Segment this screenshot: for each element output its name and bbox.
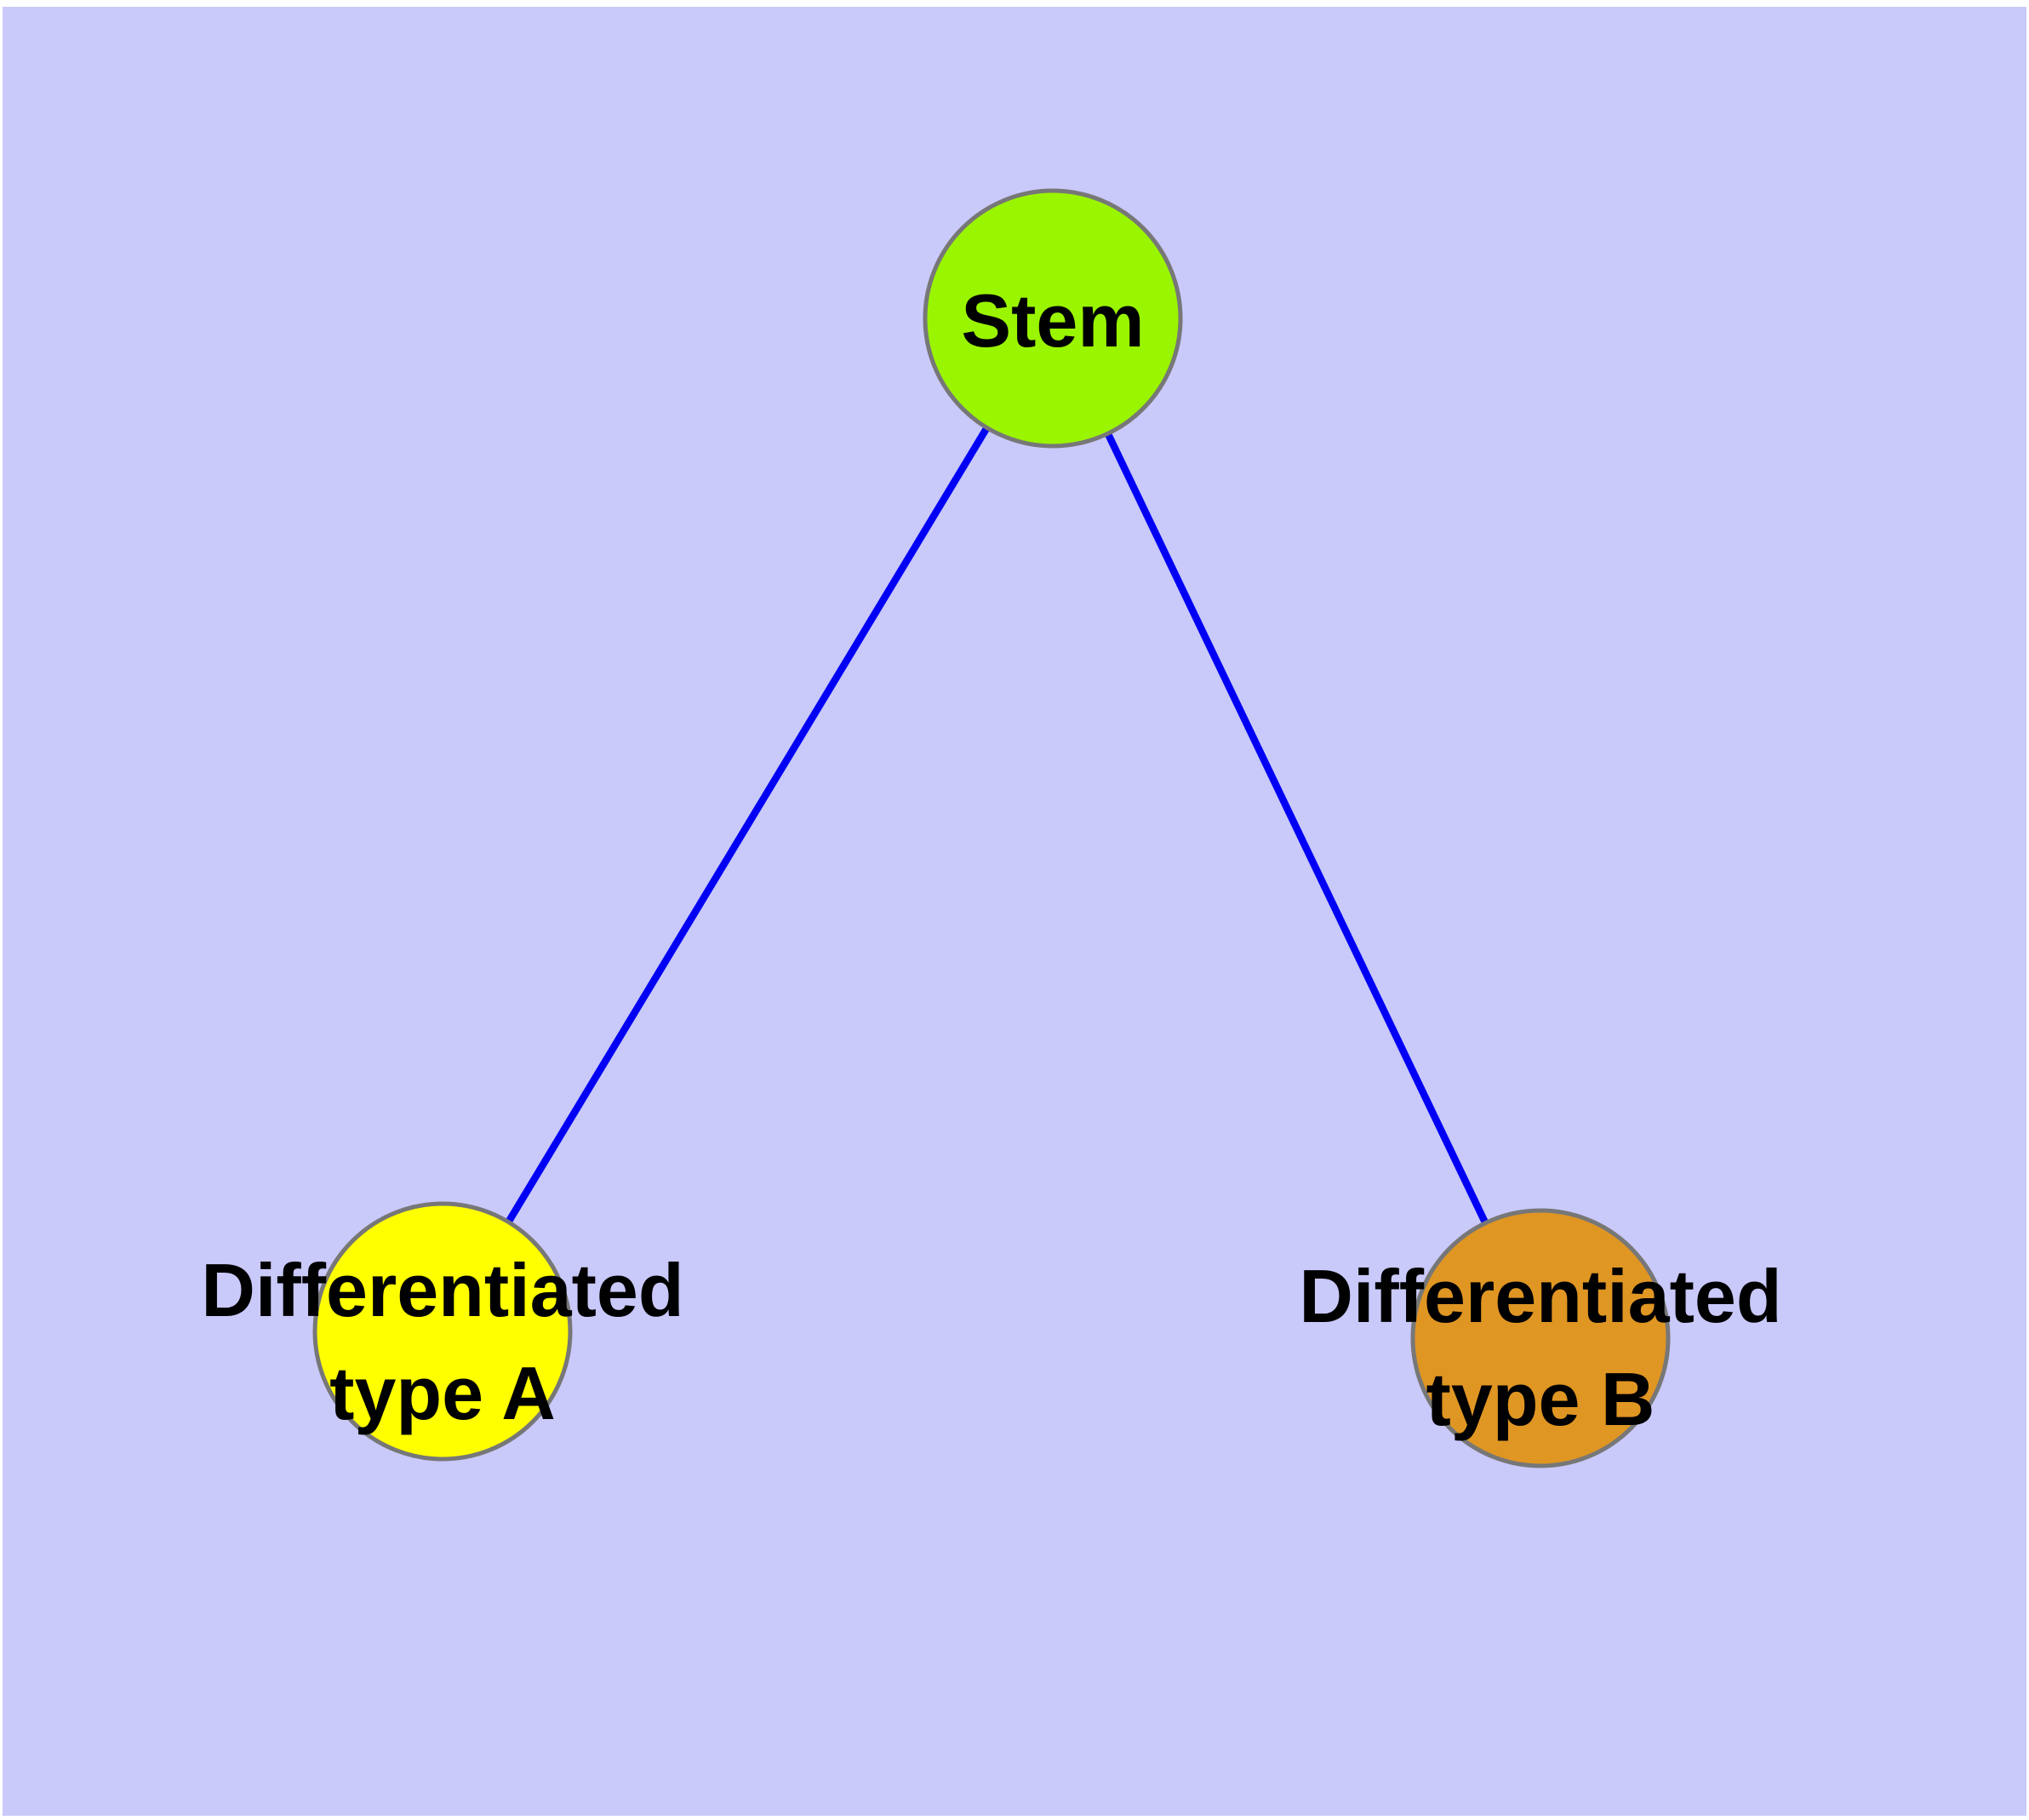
node-type-b [1410,1208,1671,1468]
node-type-a-label-line1: Differentiated [201,1248,683,1332]
edge-group [439,316,1544,1340]
node-type-b-label-line1: Differentiated [1299,1254,1781,1338]
node-group [312,188,1671,1468]
node-stem-label: Stem [961,278,1144,363]
node-type-a [312,1201,573,1462]
edge-stem-to-type-b [1049,317,1544,1340]
label-group: Stem Differentiated type A Differentiate… [201,278,1781,1441]
edge-stem-to-type-a [439,316,1056,1334]
node-stem [923,188,1183,449]
node-type-b-label-line2: type B [1426,1357,1655,1441]
node-type-a-label-line2: type A [329,1351,556,1435]
